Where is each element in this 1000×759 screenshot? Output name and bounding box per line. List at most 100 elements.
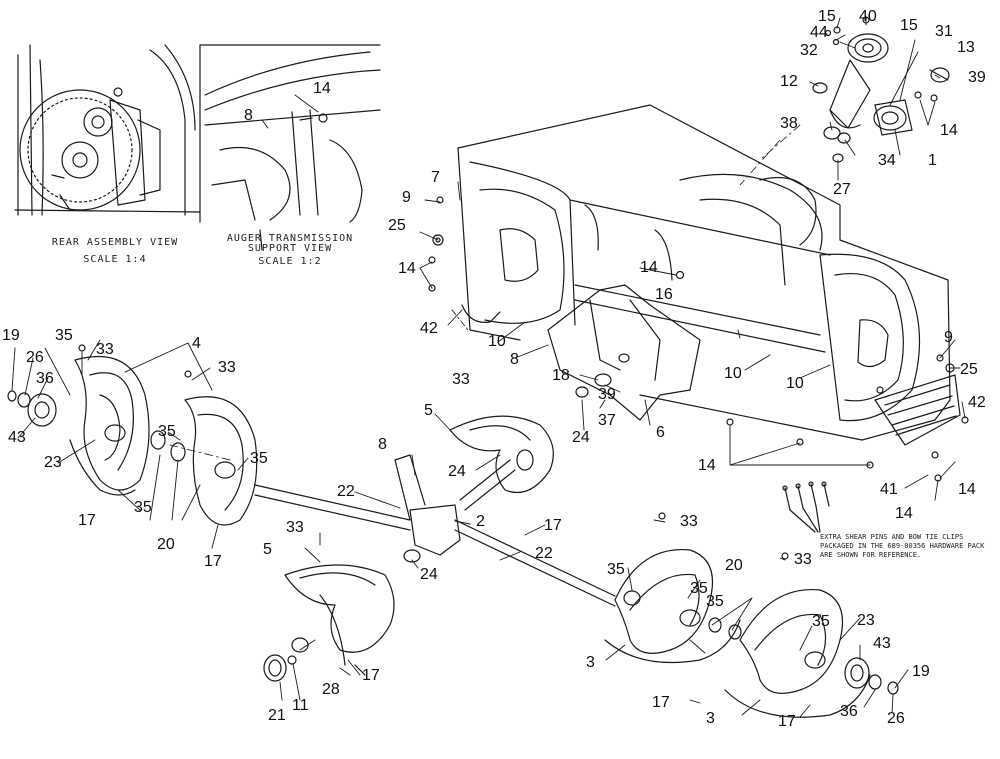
callout-10: 10 [786, 375, 804, 392]
support-view-scale: SCALE 1:2 [258, 256, 322, 267]
callout-8: 8 [244, 107, 253, 124]
callout-38: 38 [780, 115, 798, 132]
callout-27: 27 [833, 181, 851, 198]
center-auger-flights [284, 415, 554, 666]
callout-32: 32 [800, 42, 818, 59]
callout-33: 33 [452, 371, 470, 388]
callout-5: 5 [263, 541, 272, 558]
callout-25: 25 [960, 361, 978, 378]
callout-40: 40 [859, 8, 877, 25]
callout-35: 35 [607, 561, 625, 578]
callout-34: 34 [878, 152, 896, 169]
callout-23: 23 [857, 612, 875, 629]
callout-17: 17 [544, 517, 562, 534]
callout-labels: 15 40 15 44 31 32 13 12 39 38 14 34 1 27… [2, 8, 986, 730]
callout-9: 9 [402, 189, 411, 206]
transmission-support [547, 284, 701, 421]
callout-35: 35 [134, 499, 152, 516]
callout-14: 14 [398, 260, 416, 277]
hardware-note-line-3: ARE SHOWN FOR REFERENCE. [820, 551, 922, 559]
pulley-bracket-assembly [739, 16, 950, 186]
rear-assembly-title: REAR ASSEMBLY VIEW [51, 237, 179, 248]
left-auger-assembly [7, 344, 258, 526]
rear-assembly-inset [14, 44, 201, 216]
callout-35: 35 [812, 613, 830, 630]
callout-2: 2 [476, 513, 485, 530]
callout-36: 36 [840, 703, 858, 720]
callout-18: 18 [552, 367, 570, 384]
hardware-note-line-1: EXTRA SHEAR PINS AND BOW TIE CLIPS [820, 533, 964, 541]
callout-19: 19 [2, 327, 20, 344]
callout-39: 39 [598, 386, 616, 403]
callout-42: 42 [968, 394, 986, 411]
callout-25: 25 [388, 217, 406, 234]
callout-26: 26 [26, 349, 44, 366]
callout-14: 14 [895, 505, 913, 522]
callout-17: 17 [652, 694, 670, 711]
support-view-title-2: SUPPORT VIEW [247, 243, 333, 254]
callout-35: 35 [690, 580, 708, 597]
callout-20: 20 [157, 536, 175, 553]
callout-3: 3 [706, 710, 715, 727]
callout-13: 13 [957, 39, 975, 56]
callout-19: 19 [912, 663, 930, 680]
callout-10: 10 [724, 365, 742, 382]
callout-12: 12 [780, 73, 798, 90]
callout-31: 31 [935, 23, 953, 40]
callout-41: 41 [880, 481, 898, 498]
callout-3: 3 [586, 654, 595, 671]
callout-28: 28 [322, 681, 340, 698]
callout-35: 35 [706, 593, 724, 610]
rear-assembly-scale: SCALE 1:4 [83, 254, 147, 265]
auger-housing [457, 104, 961, 446]
callout-8: 8 [378, 436, 387, 453]
callout-20: 20 [725, 557, 743, 574]
hardware-note-line-2: PACKAGED IN THE 689-00356 HARDWARE PACK [820, 542, 985, 550]
callout-43: 43 [8, 429, 26, 446]
callout-33: 33 [96, 341, 114, 358]
support-view-title-1: AUGER TRANSMISSION [226, 233, 354, 244]
callout-37: 37 [598, 412, 616, 429]
callout-39: 39 [968, 69, 986, 86]
lower-small-parts [263, 637, 366, 682]
callout-33: 33 [218, 359, 236, 376]
support-view-inset [199, 44, 381, 251]
callout-44: 44 [810, 24, 828, 41]
callout-5: 5 [424, 402, 433, 419]
callout-1: 1 [928, 152, 937, 169]
callout-33: 33 [286, 519, 304, 536]
hardware-note: EXTRA SHEAR PINS AND BOW TIE CLIPS PACKA… [820, 533, 984, 560]
callout-14: 14 [313, 80, 331, 97]
callout-15: 15 [900, 17, 918, 34]
callout-14: 14 [940, 122, 958, 139]
callout-15: 15 [818, 8, 836, 25]
auger-shafts-and-gearbox [169, 444, 616, 607]
callout-14: 14 [958, 481, 976, 498]
callout-7: 7 [431, 169, 440, 186]
callout-9: 9 [944, 329, 953, 346]
callout-33: 33 [794, 551, 812, 568]
callout-24: 24 [420, 566, 438, 583]
callout-42: 42 [420, 320, 438, 337]
callout-4: 4 [192, 335, 201, 352]
callout-16: 16 [655, 286, 673, 303]
callout-35: 35 [158, 423, 176, 440]
callout-21: 21 [268, 707, 286, 724]
callout-26: 26 [887, 710, 905, 727]
callout-10: 10 [488, 333, 506, 350]
callout-17: 17 [362, 667, 380, 684]
callout-17: 17 [204, 553, 222, 570]
callout-22: 22 [535, 545, 553, 562]
right-auger-assembly [604, 512, 899, 718]
callout-24: 24 [448, 463, 466, 480]
callout-33: 33 [680, 513, 698, 530]
shear-pin-icons [782, 481, 830, 533]
callout-35: 35 [55, 327, 73, 344]
callout-17: 17 [78, 512, 96, 529]
callout-6: 6 [656, 424, 665, 441]
leader-lines [11, 17, 966, 718]
callout-36: 36 [36, 370, 54, 387]
callout-35: 35 [250, 450, 268, 467]
callout-14: 14 [640, 259, 658, 276]
